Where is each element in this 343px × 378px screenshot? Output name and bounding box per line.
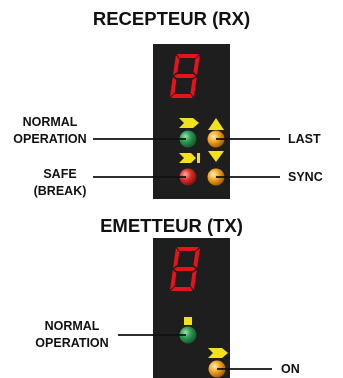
triangle-up-icon: [208, 118, 224, 130]
label-on: ON: [281, 362, 300, 376]
label-sync: SYNC: [288, 170, 323, 184]
label-normal-operation-rx: NORMAL OPERATION: [6, 114, 94, 148]
emitter-seven-segment-digit: [169, 247, 200, 291]
arrow-right-bar-icon: [179, 153, 200, 163]
receiver-title: RECEPTEUR (RX): [92, 8, 251, 29]
label-safe-break: SAFE (BREAK): [27, 166, 93, 200]
label-normal-operation-rx-text: NORMAL OPERATION: [13, 115, 87, 146]
led-normal-operation-rx: [179, 130, 197, 148]
emitter-title: EMETTEUR (TX): [100, 215, 243, 236]
label-normal-operation-tx-text: NORMAL OPERATION: [35, 319, 109, 350]
arrow-right-icon: [179, 118, 199, 128]
triangle-down-icon: [208, 151, 224, 162]
led-normal-operation-tx: [179, 326, 197, 344]
led-safe-break: [179, 168, 197, 186]
label-last: LAST: [288, 132, 321, 146]
label-normal-operation-tx: NORMAL OPERATION: [26, 318, 118, 352]
receiver-seven-segment-digit: [169, 54, 200, 98]
label-safe-break-text: SAFE (BREAK): [33, 167, 87, 198]
arrow-right-icon: [208, 348, 228, 358]
square-icon: [184, 317, 192, 325]
